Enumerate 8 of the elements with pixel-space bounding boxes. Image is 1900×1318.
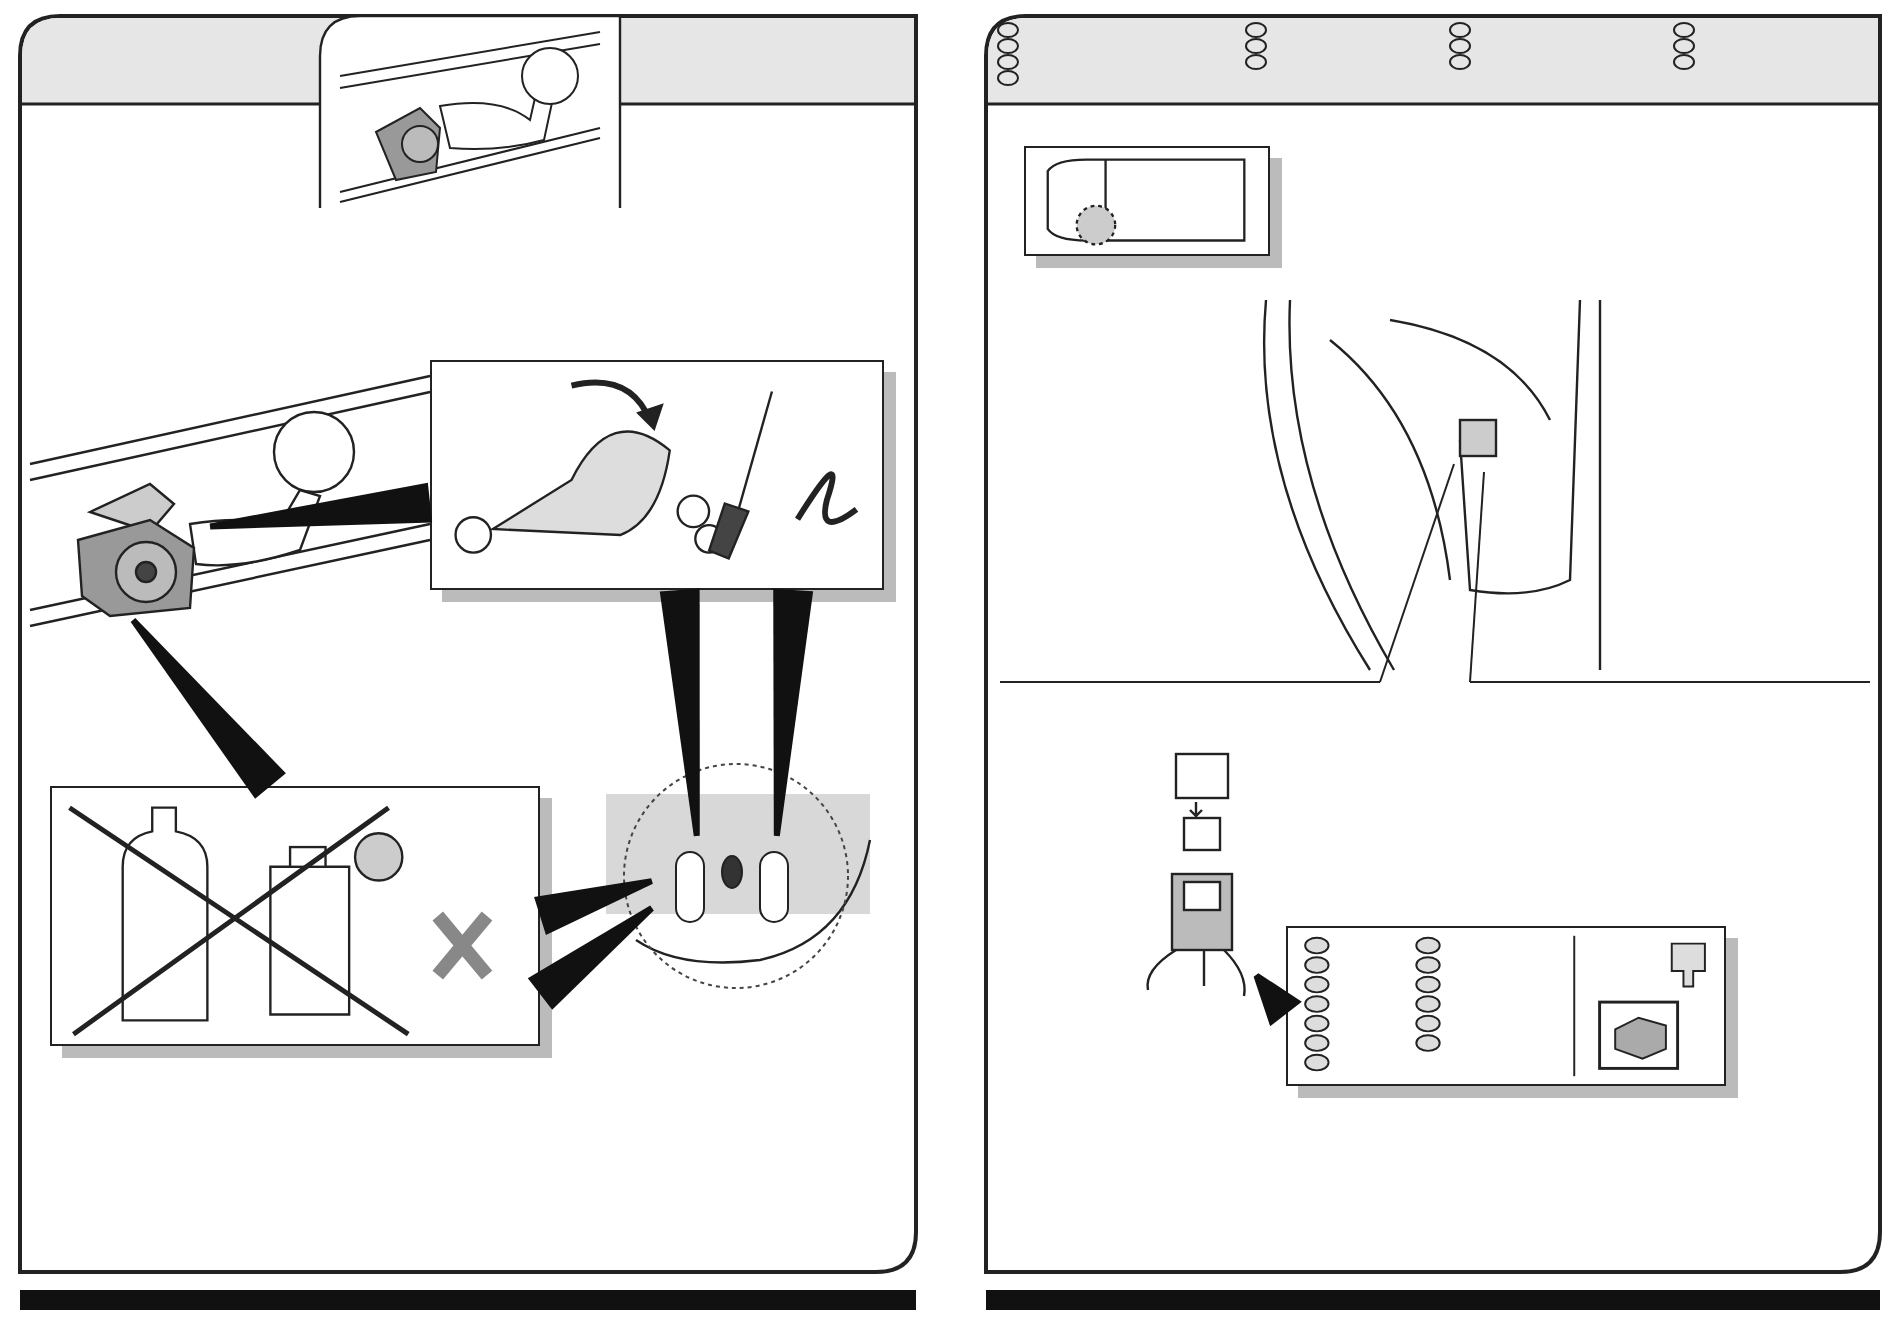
- callout-wedge: [209, 482, 433, 530]
- callout-wedge: [659, 588, 700, 837]
- callout-wedge: [534, 878, 653, 936]
- callout-wedge: [1253, 973, 1302, 1027]
- callout-wedge: [773, 588, 814, 837]
- callout-wedge: [527, 905, 654, 1010]
- callout-wedge: [130, 618, 286, 799]
- tow-ball-drawing: [320, 16, 620, 208]
